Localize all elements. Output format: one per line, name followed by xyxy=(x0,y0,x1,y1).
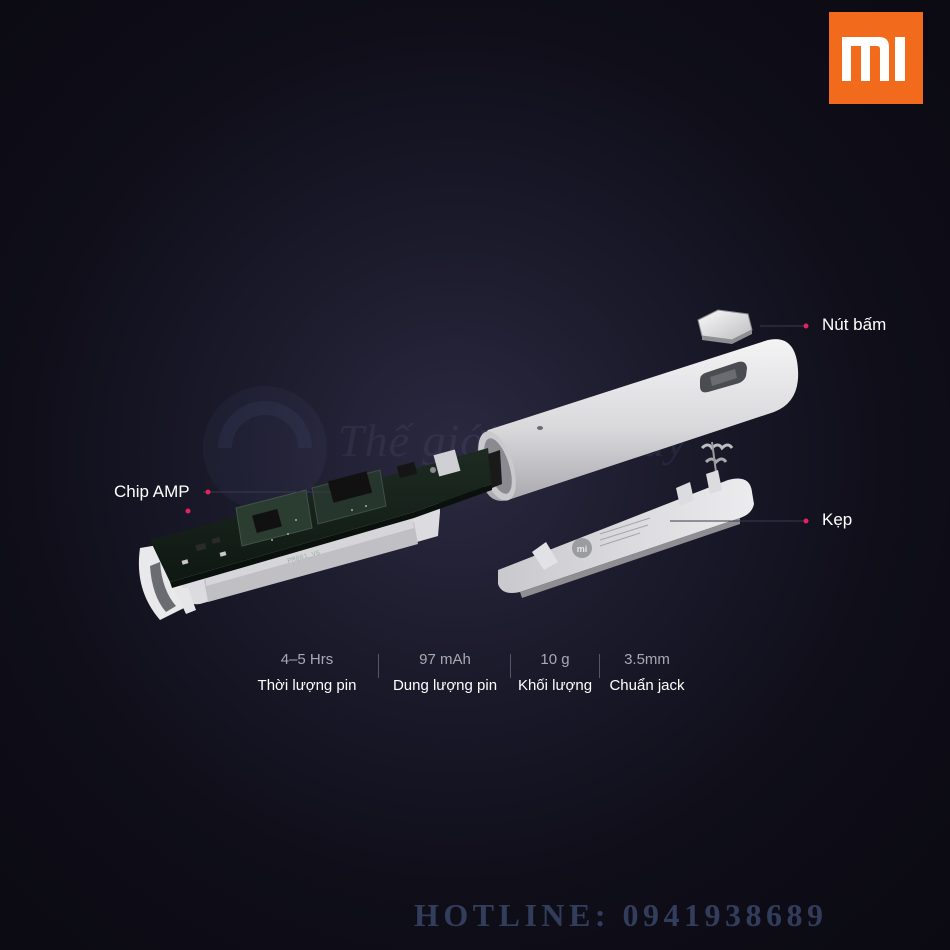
clip-part: mi xyxy=(498,470,754,598)
inner-module: PM001_V6 xyxy=(138,448,502,620)
spec-divider xyxy=(510,654,511,678)
spec-weight: 10 g Khối lượng xyxy=(517,650,593,696)
mi-logo-mark xyxy=(842,37,905,81)
spec-divider xyxy=(378,654,379,678)
spec-label: Thời lượng pin xyxy=(257,677,357,694)
spec-label: Khối lượng xyxy=(517,677,593,694)
callout-lines xyxy=(185,323,809,524)
spec-value: 3.5mm xyxy=(624,651,670,668)
mi-logo xyxy=(829,12,923,104)
spec-value: 10 g xyxy=(540,651,570,668)
main-housing xyxy=(478,339,799,501)
spec-value: 4–5 Hrs xyxy=(280,651,334,668)
spec-value: 97 mAh xyxy=(419,651,471,668)
svg-text:mi: mi xyxy=(577,544,588,554)
button-callout-dot xyxy=(803,323,809,329)
button-cap xyxy=(697,309,753,344)
callout-clip: Kẹp xyxy=(822,510,853,529)
spec-label: Dung lượng pin xyxy=(392,677,498,694)
watermark-logo-icon xyxy=(203,386,327,510)
callout-chip-amp: Chip AMP xyxy=(114,482,190,501)
callout-button: Nút bấm xyxy=(822,315,887,334)
clip-callout-dot xyxy=(803,518,809,524)
spec-battery-life: 4–5 Hrs Thời lượng pin xyxy=(257,650,357,696)
spec-jack: 3.5mm Chuẩn jack xyxy=(607,650,687,696)
spec-battery-capacity: 97 mAh Dung lượng pin xyxy=(391,650,499,696)
spec-divider xyxy=(599,654,600,678)
hotline-text: HOTLINE: 0941938689 xyxy=(414,897,828,933)
chip-callout-dot xyxy=(205,489,211,495)
chip-callout-dot-2 xyxy=(185,508,191,514)
spec-label: Chuẩn jack xyxy=(609,677,685,694)
spring-hinge xyxy=(700,441,734,473)
